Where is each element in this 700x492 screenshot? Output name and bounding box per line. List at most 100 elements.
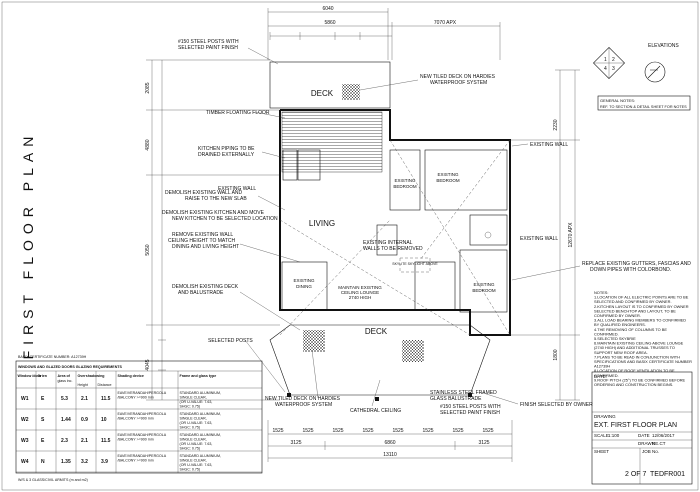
table-cell: E (41, 438, 45, 444)
window-table-header: Frame and glass type (180, 374, 217, 378)
dim-top-6040: 6040 (322, 6, 333, 12)
tb-sheet-label: SHEET (594, 449, 609, 454)
ann-selected-posts: SELECTED POSTS (208, 338, 253, 344)
note-line: 9.ROOF PITCH (25°) TO BE CONFIRMED BEFOR… (594, 377, 686, 382)
table-cell: (OR U-VALUE: 7.63, (180, 442, 213, 446)
deck-tile-hatch-right (402, 340, 424, 362)
dim-bot-3125b: 3125 (478, 440, 489, 446)
table-cell: W1 (21, 396, 29, 402)
table-cell: E (41, 396, 45, 402)
note-line: NOTES: (594, 290, 608, 295)
tb-scale-label: SCALE (594, 433, 609, 438)
tb-drawn-label: DRAWN (638, 441, 655, 446)
title-block: DATE: DRAWING EXT. FIRST FLOOR PLAN SCAL… (591, 371, 693, 485)
tb-drawing: EXT. FIRST FLOOR PLAN (594, 422, 677, 429)
dim-bot-1525-2: 1525 (332, 428, 343, 434)
room-living: LIVING (309, 219, 335, 228)
table-cell: 1.35 (61, 459, 71, 465)
window-table-header: glass inc. (58, 379, 73, 383)
dim-top-7070: 7070 APX (434, 20, 457, 26)
table-cell: (OR U-VALUE: 7.63, (180, 421, 213, 425)
dim-bot-1525-7: 1525 (482, 428, 493, 434)
bedroom2-outline (424, 149, 508, 211)
basix-number: BASIX CERTIFICATE NUMBER: A12739H (18, 355, 87, 359)
note-line: SELECTED AND CONFIRMED BY OWNER. (594, 299, 672, 304)
table-cell: 2.1 (81, 438, 88, 444)
tb-date: 12/06/2017 (652, 433, 675, 438)
dim-bot-1525-5: 1525 (422, 428, 433, 434)
svg-text:2: 2 (612, 57, 615, 63)
note-line: SPECIFICATIONS AND BASIX CERTIFICATE NUM… (594, 359, 692, 364)
table-cell: STANDARD ALUMINIUM, (180, 412, 221, 416)
deck-tile-hatch-left (303, 330, 325, 352)
note-line: 7.PLANS TO BE READ IN CONJUNCTION WITH (594, 354, 680, 359)
note-line: SUPPORT NEW ROOF AREA. (594, 350, 648, 355)
post (468, 393, 472, 397)
kitchen-bench (282, 149, 298, 181)
dim-bot-3125a: 3125 (290, 440, 301, 446)
dim-side-2085: 2085 (145, 82, 151, 93)
general-notes-title: GENERAL NOTES: (600, 98, 635, 103)
table-cell: STANDARD ALUMINIUM, (180, 454, 221, 458)
svg-text:1: 1 (604, 57, 607, 63)
tb-job: TEDFR001 (650, 471, 685, 478)
window-table-header: Orien (38, 374, 47, 378)
bedroom1-outline (389, 149, 421, 211)
room-deck-top: DECK (311, 89, 334, 98)
dim-side-5050: 5050 (145, 244, 151, 255)
note-line: CONFIRMED. (594, 331, 619, 336)
bedroom3-outline (459, 249, 508, 313)
table-cell: (OR U-VALUE: 7.63, (180, 400, 213, 404)
note-line: CONFIRMED. (594, 373, 619, 378)
dim-side-4880: 4880 (145, 139, 151, 150)
stairs (376, 224, 398, 256)
timber-floor-area (281, 111, 383, 173)
dim-side-4045: 4045 (145, 359, 151, 370)
note-line: 2.KITCHEN LAYOUT IS TO CONFIRMED BY OWNE… (594, 304, 689, 309)
table-cell: STANDARD ALUMINIUM, (180, 391, 221, 395)
north-arrow-icon (644, 61, 666, 83)
window-table-header: Window /door (18, 374, 42, 378)
note-line: 6.MAINTAIN EXISTING CEILING ABOVE LOUNGE (594, 341, 684, 346)
note-line: 8.LOCATION OF ROOF VENTILATION TO BE (594, 368, 675, 373)
general-notes-ref: REF. TO SECTION & DETAIL SHEET FOR NOTES (600, 105, 687, 109)
dim-bot-1525-6: 1525 (452, 428, 463, 434)
post (287, 393, 291, 397)
note-line: (2740 HIGH) AND ADDITIONAL TRUSSES TO (594, 345, 675, 350)
table-cell: W3 (21, 438, 29, 444)
dining-outline (281, 261, 328, 311)
left-dimensions: 2085 4880 5050 4045 (145, 59, 280, 401)
tb-drawing-label: DRAWING (594, 414, 616, 419)
ann-cathedral: CATHEDRAL CEILING (350, 408, 401, 414)
table-cell: 10 (101, 417, 107, 423)
table-cell: 5.3 (61, 396, 68, 402)
table-cell: W4 (21, 459, 29, 465)
bedroom4-outline (414, 261, 456, 311)
table-cell: STANDARD ALUMINIUM, (180, 433, 221, 437)
bath-outline (469, 214, 508, 246)
window-table-footnote: W/S & 3 GLASS/CIVIL ARMITS (m and m2) (18, 478, 88, 482)
elevations-compass: 1 2 4 3 ELEVATIONS (593, 43, 679, 83)
tb-sheet: 2 OF 7 (625, 471, 647, 478)
note-line: BY QUALIFIED ENGINEERS. (594, 322, 646, 327)
table-cell: SHGC: 0.75) (180, 447, 201, 451)
table-cell: EAVE/VERANDAH/PERGOLA (118, 412, 167, 416)
note-line: CONFIRMED BY OWNER. (594, 313, 641, 318)
note-line: 3.ALL LOAD BEARING MEMBERS TO CONFIRMED (594, 318, 686, 323)
window-table-header: Distance (98, 383, 112, 387)
table-cell: SINGLE CLEAR, (180, 396, 207, 400)
main-walls (279, 109, 511, 336)
